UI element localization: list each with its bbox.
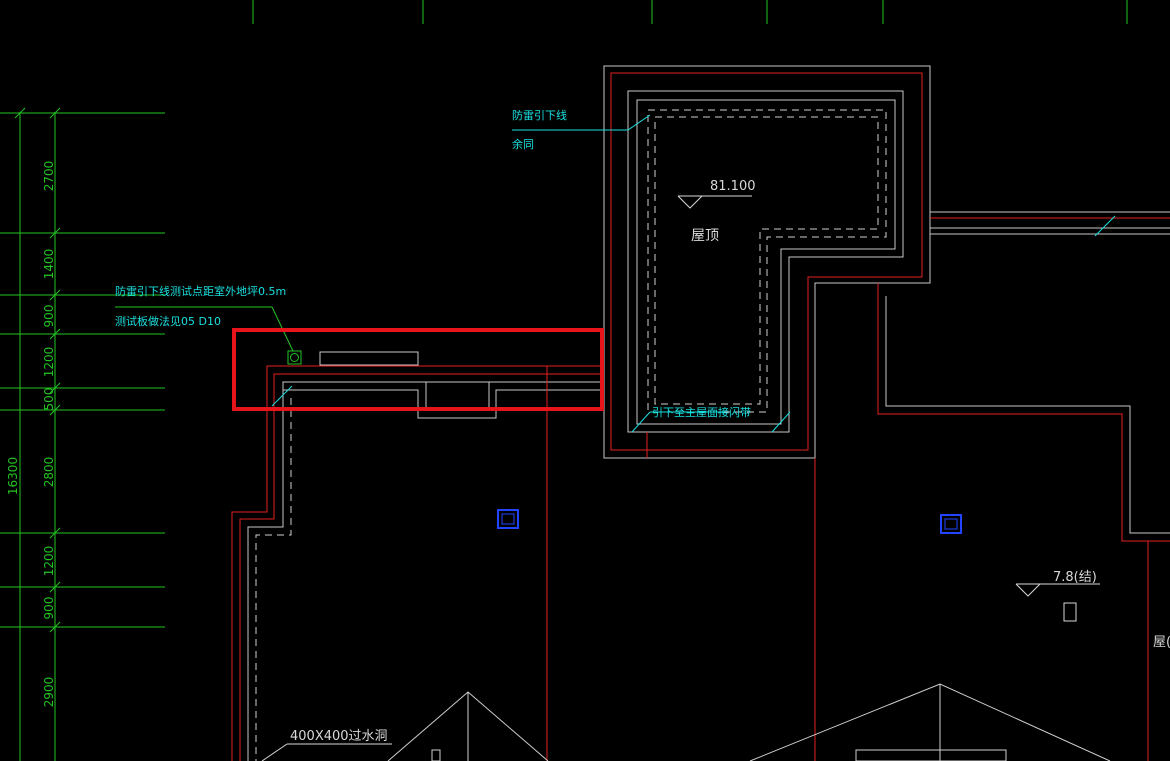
highlight-box bbox=[232, 328, 604, 411]
downlead-note: 防雷引下线 bbox=[512, 108, 567, 122]
partial-room-label: 屋( bbox=[1153, 635, 1170, 650]
level-symbols bbox=[677, 195, 1100, 622]
drain-hole-annotation bbox=[261, 743, 392, 761]
dim-segment: 2700 bbox=[42, 161, 56, 192]
right-wing-walls bbox=[646, 211, 1170, 761]
lead-to-roof-note: 引下至主屋面接闪带 bbox=[652, 405, 751, 419]
drain-hole-label: 400X400过水洞 bbox=[290, 729, 388, 744]
dim-segment: 1200 bbox=[42, 546, 56, 577]
roof-slope-lines bbox=[387, 683, 1111, 761]
dim-segment: 1200 bbox=[42, 347, 56, 378]
dimension-chain bbox=[0, 107, 165, 761]
upper-roof-outline bbox=[603, 65, 931, 459]
dim-segment: 500 bbox=[42, 388, 56, 411]
dim-segment: 900 bbox=[42, 305, 56, 328]
dim-segment: 900 bbox=[42, 597, 56, 620]
downlead-note-sub: 余同 bbox=[512, 137, 534, 151]
upper-roof-label: 屋顶 bbox=[691, 228, 719, 244]
annotation-leaders bbox=[271, 114, 1116, 433]
test-point-note: 防雷引下线测试点距室外地坪0.5m bbox=[115, 284, 286, 298]
dim-segment: 1400 bbox=[42, 249, 56, 280]
test-board-note: 测试板做法见05 D10 bbox=[115, 314, 221, 328]
left-building-walls bbox=[231, 351, 604, 761]
dim-segment: 2800 bbox=[42, 457, 56, 488]
rainwater-outlet-markers bbox=[497, 509, 962, 534]
lower-level: 7.8(结) bbox=[1053, 570, 1097, 585]
grid-axis-ticks bbox=[252, 0, 1128, 24]
dim-segment: 2900 bbox=[42, 677, 56, 708]
dim-total: 16300 bbox=[6, 457, 20, 495]
upper-roof-level: 81.100 bbox=[710, 179, 756, 194]
